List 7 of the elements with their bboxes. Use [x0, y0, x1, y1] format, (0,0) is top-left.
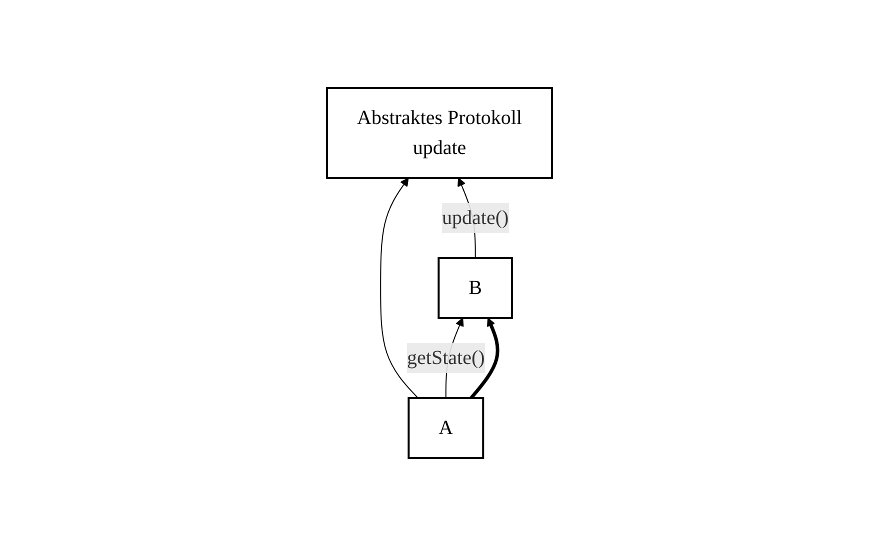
edge-label: getState(): [406, 347, 484, 369]
edge-label: update(): [442, 207, 508, 229]
arrow: [380, 178, 418, 398]
arrow: [469, 318, 499, 400]
node-box: A: [407, 397, 484, 459]
node-box: B: [437, 257, 512, 319]
node-box: Abstraktes Protokoll update: [326, 87, 552, 179]
